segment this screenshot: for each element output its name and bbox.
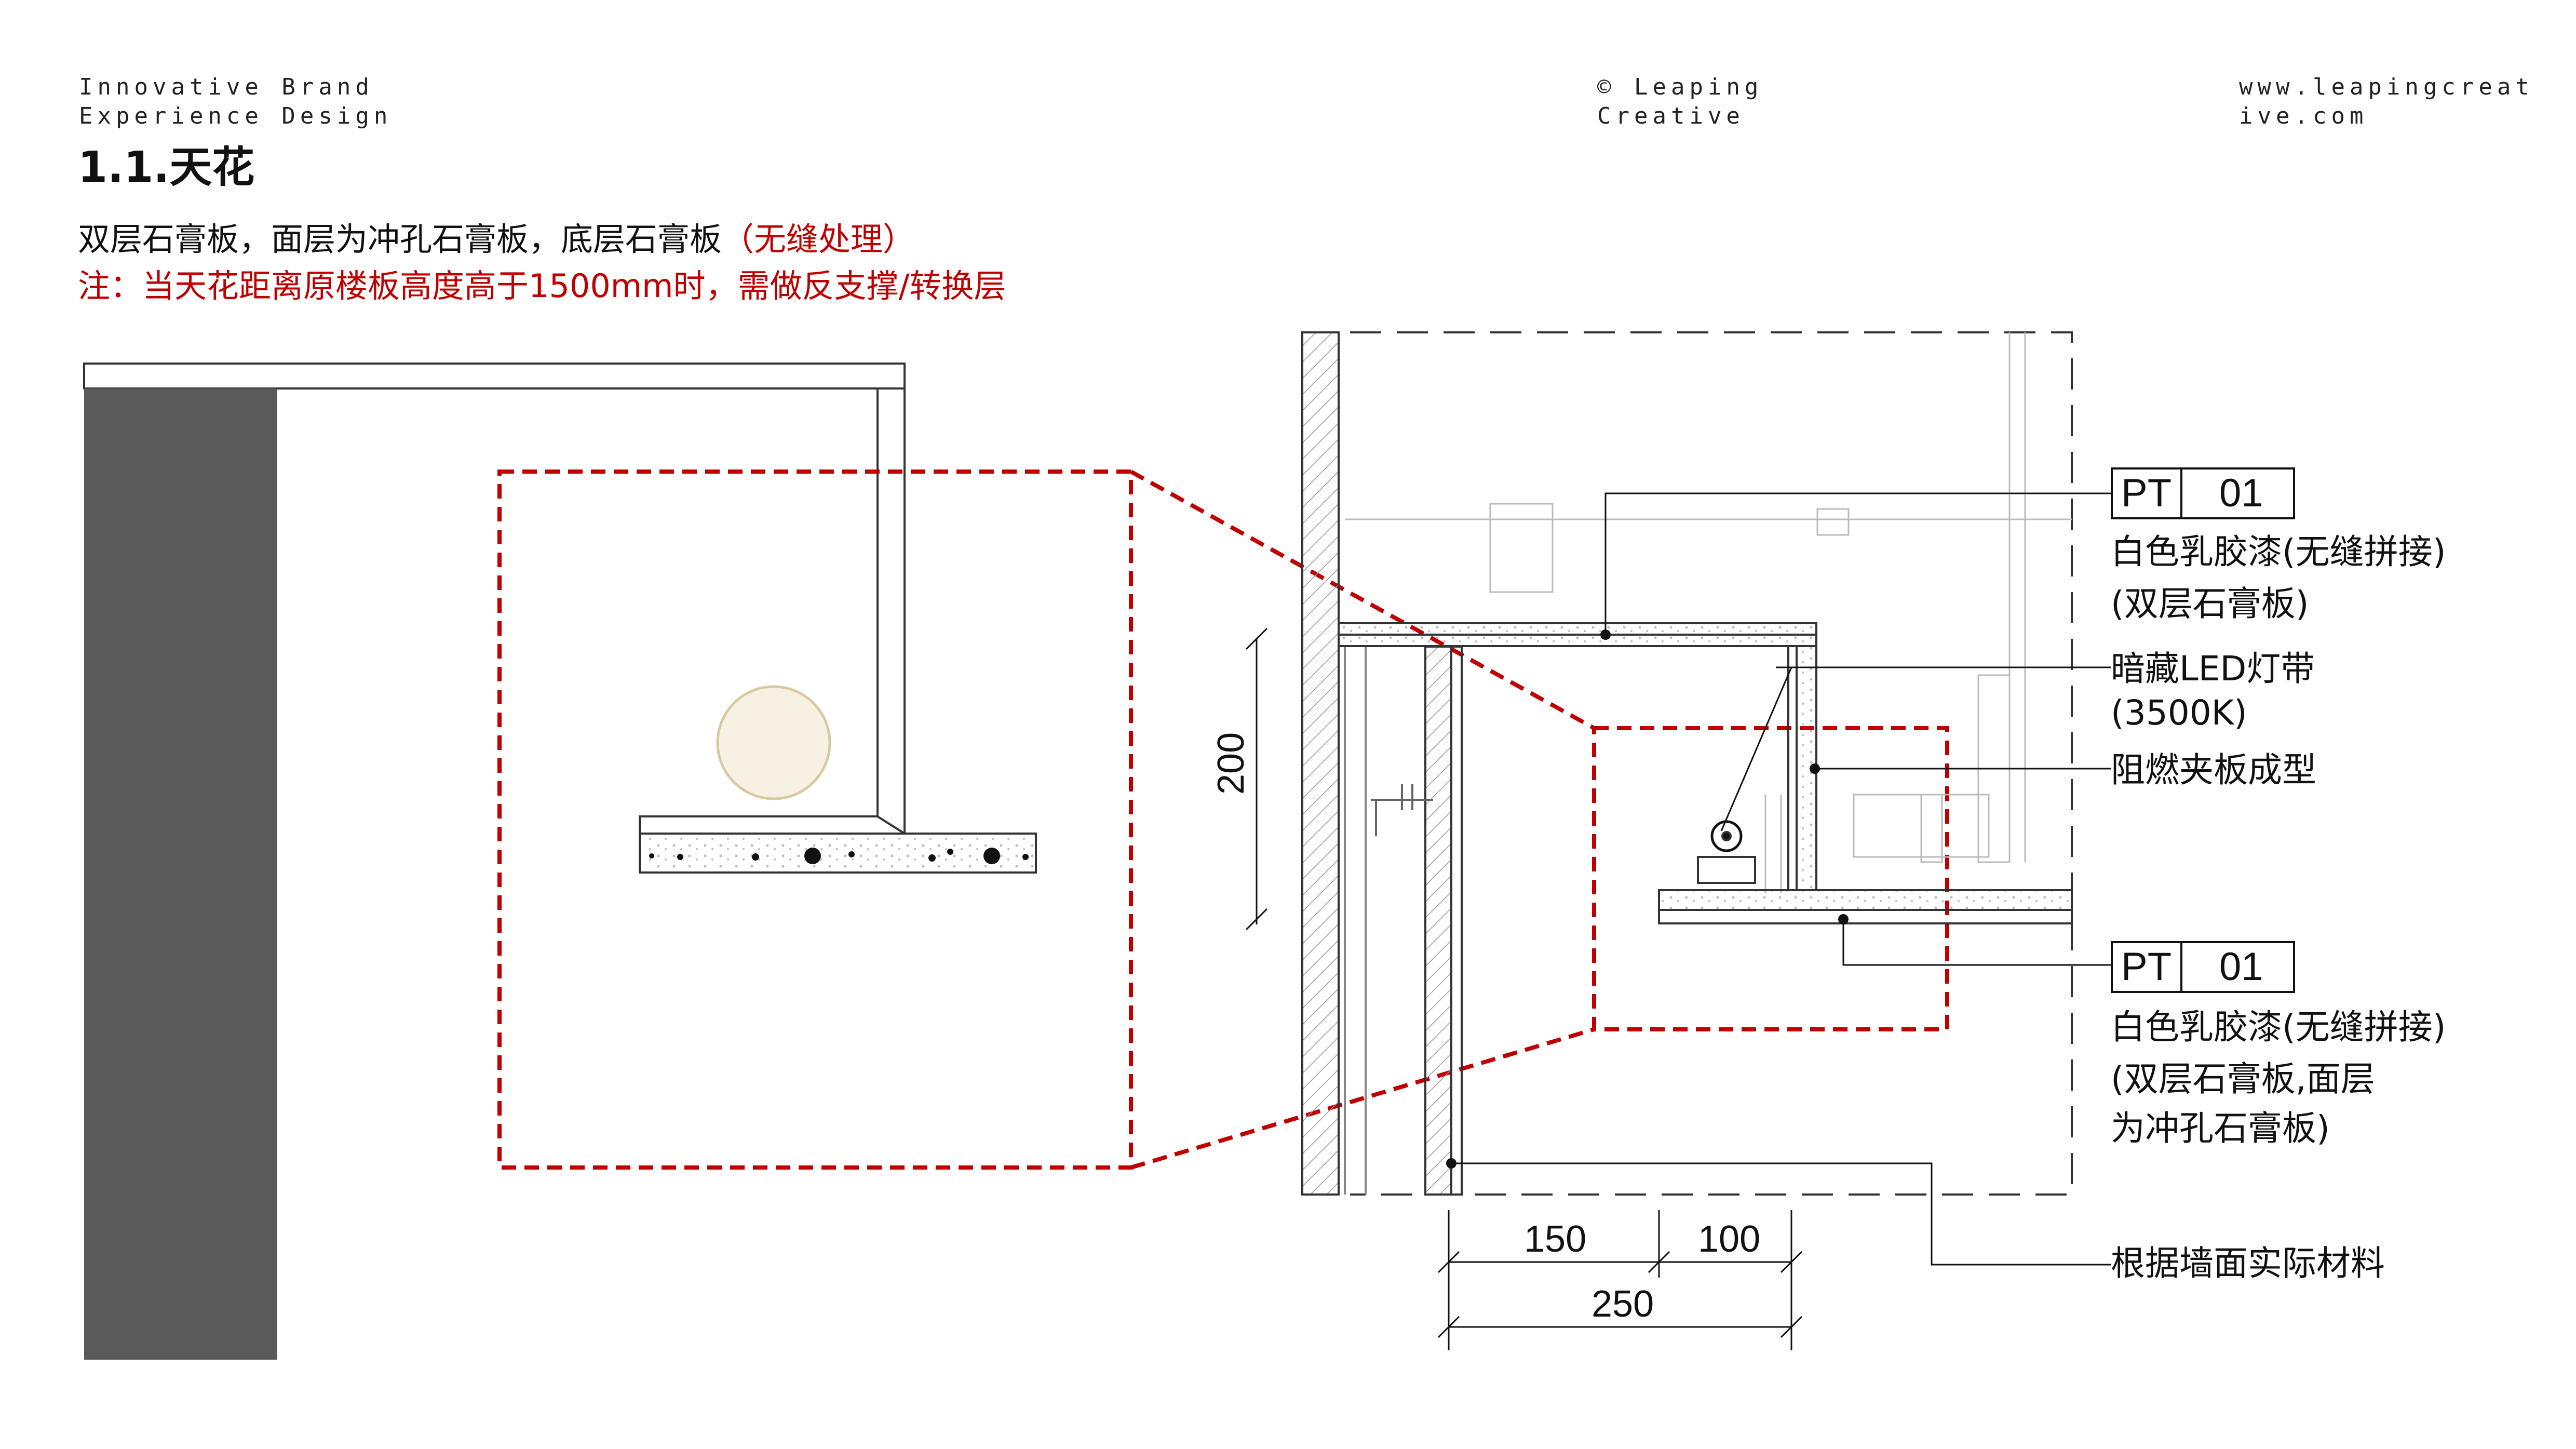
tag-upper-divider <box>2180 469 2182 517</box>
paint-tag-upper: PT 01 <box>2111 467 2295 519</box>
leader-dots <box>1446 629 1849 1169</box>
tag-upper-number: 01 <box>2219 471 2263 515</box>
tag-lower-code: PT <box>2121 945 2172 989</box>
dark-wall-block <box>84 388 277 1360</box>
paint-desc-lower-3: 为冲孔石膏板) <box>2111 1108 2330 1148</box>
tag-upper-code: PT <box>2121 471 2172 515</box>
zoom-indicator <box>497 469 1949 1170</box>
perforation-dots <box>649 848 1029 864</box>
header-brand-tagline: Innovative Brand Experience Design <box>79 74 393 129</box>
description-main: 双层石膏板，面层为冲孔石膏板，底层石膏板 <box>78 220 722 258</box>
left-elevation <box>83 363 1037 1360</box>
paint-desc-upper-1: 白色乳胶漆(无缝拼接) <box>2111 532 2446 572</box>
header-copyright: © Leaping Creative <box>1597 74 1763 129</box>
dimension-100: 100 <box>1698 1218 1761 1260</box>
dimension-150: 150 <box>1524 1218 1587 1260</box>
header-website: www.leapingcreative.com <box>2239 74 2534 129</box>
paint-desc-upper-2: (双层石膏板) <box>2111 584 2309 624</box>
led-temperature: (3500K) <box>2111 693 2247 733</box>
description-note: （无缝处理） <box>722 220 915 258</box>
paint-desc-lower-2: (双层石膏板,面层 <box>2111 1059 2375 1099</box>
paint-desc-lower-1: 白色乳胶漆(无缝拼接) <box>2111 1007 2446 1047</box>
dimension-lines <box>1245 627 1803 1350</box>
page-title: 1.1.天花 <box>78 143 255 192</box>
section-detail <box>1301 331 2073 1196</box>
led-label: 暗藏LED灯带 <box>2111 649 2315 689</box>
paint-tag-lower: PT 01 <box>2111 941 2295 993</box>
description-line-1: 双层石膏板，面层为冲孔石膏板，底层石膏板（无缝处理） <box>78 213 915 260</box>
tag-lower-number: 01 <box>2219 945 2263 989</box>
light-fixture <box>716 685 831 800</box>
wall-material-label: 根据墙面实际材料 <box>2111 1243 2385 1283</box>
dimension-vertical: 200 <box>1210 732 1252 795</box>
description-warning: 注：当天花距离原楼板高度高于1500mm时，需做反支撑/转换层 <box>78 267 1006 305</box>
tag-lower-divider <box>2180 943 2182 991</box>
leader-lines <box>1451 492 2111 1266</box>
board-label: 阻燃夹板成型 <box>2111 750 2316 790</box>
dimension-total: 250 <box>1592 1283 1654 1325</box>
